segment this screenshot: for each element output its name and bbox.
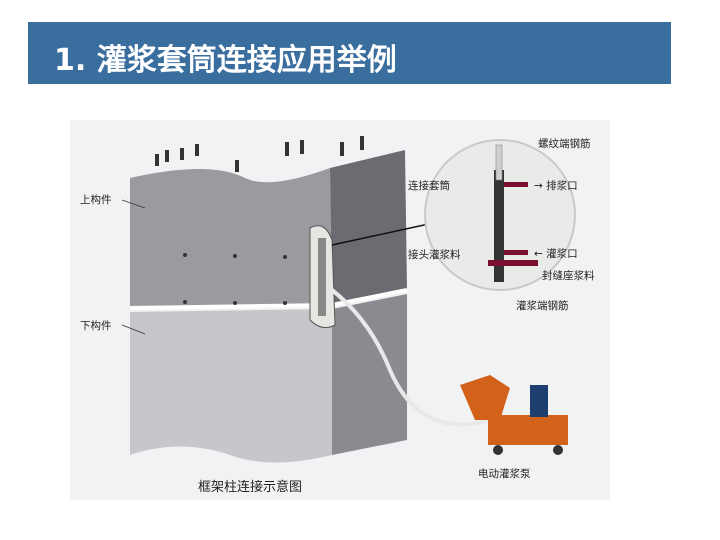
label-pump: 电动灌浆泵 [478, 468, 531, 480]
top-rebar-stubs [155, 136, 364, 172]
lower-member-leader [121, 324, 146, 335]
detail-inlet-pipe [504, 250, 528, 255]
detail-sleeve [494, 170, 504, 282]
lower-member-front [130, 309, 332, 463]
label-threaded-rebar: 螺纹端钢筋 [538, 138, 591, 150]
diagram-graphic [121, 136, 576, 463]
detail-rebar-top [495, 144, 503, 181]
detail-seal [488, 260, 538, 266]
label-upper-member: 上构件 [80, 194, 112, 206]
lower-member-side [332, 294, 407, 455]
grout-hose [330, 288, 491, 427]
grout-port-dots [183, 253, 287, 305]
frame-column-diagram: 上构件 下构件 螺纹端钢筋 连接套筒 → 排浆口 ← 灌浆口 接头灌浆料 封缝座… [70, 120, 610, 500]
label-joint-grout: 接头灌浆料 [408, 249, 461, 261]
upper-member-leader [121, 199, 146, 209]
label-sleeve: 连接套筒 [408, 180, 450, 192]
detail-outlet-pipe [504, 182, 528, 187]
grout-pump-graphic [460, 375, 568, 455]
figure-caption: 框架柱连接示意图 [198, 480, 303, 495]
label-lower-member: 下构件 [80, 320, 112, 332]
label-inlet: ← 灌浆口 [534, 248, 578, 260]
label-grout-end-rebar: 灌浆端钢筋 [516, 300, 569, 312]
slide-title: 1. 灌浆套筒连接应用举例 [54, 43, 397, 78]
upper-member-front [130, 168, 332, 308]
upper-member-side [330, 150, 407, 305]
label-seal-grout: 封缝座浆料 [542, 270, 595, 282]
title-bar: 1. 灌浆套筒连接应用举例 [28, 22, 671, 84]
sleeve-in-cutaway [318, 238, 326, 316]
label-outlet: → 排浆口 [534, 180, 578, 192]
